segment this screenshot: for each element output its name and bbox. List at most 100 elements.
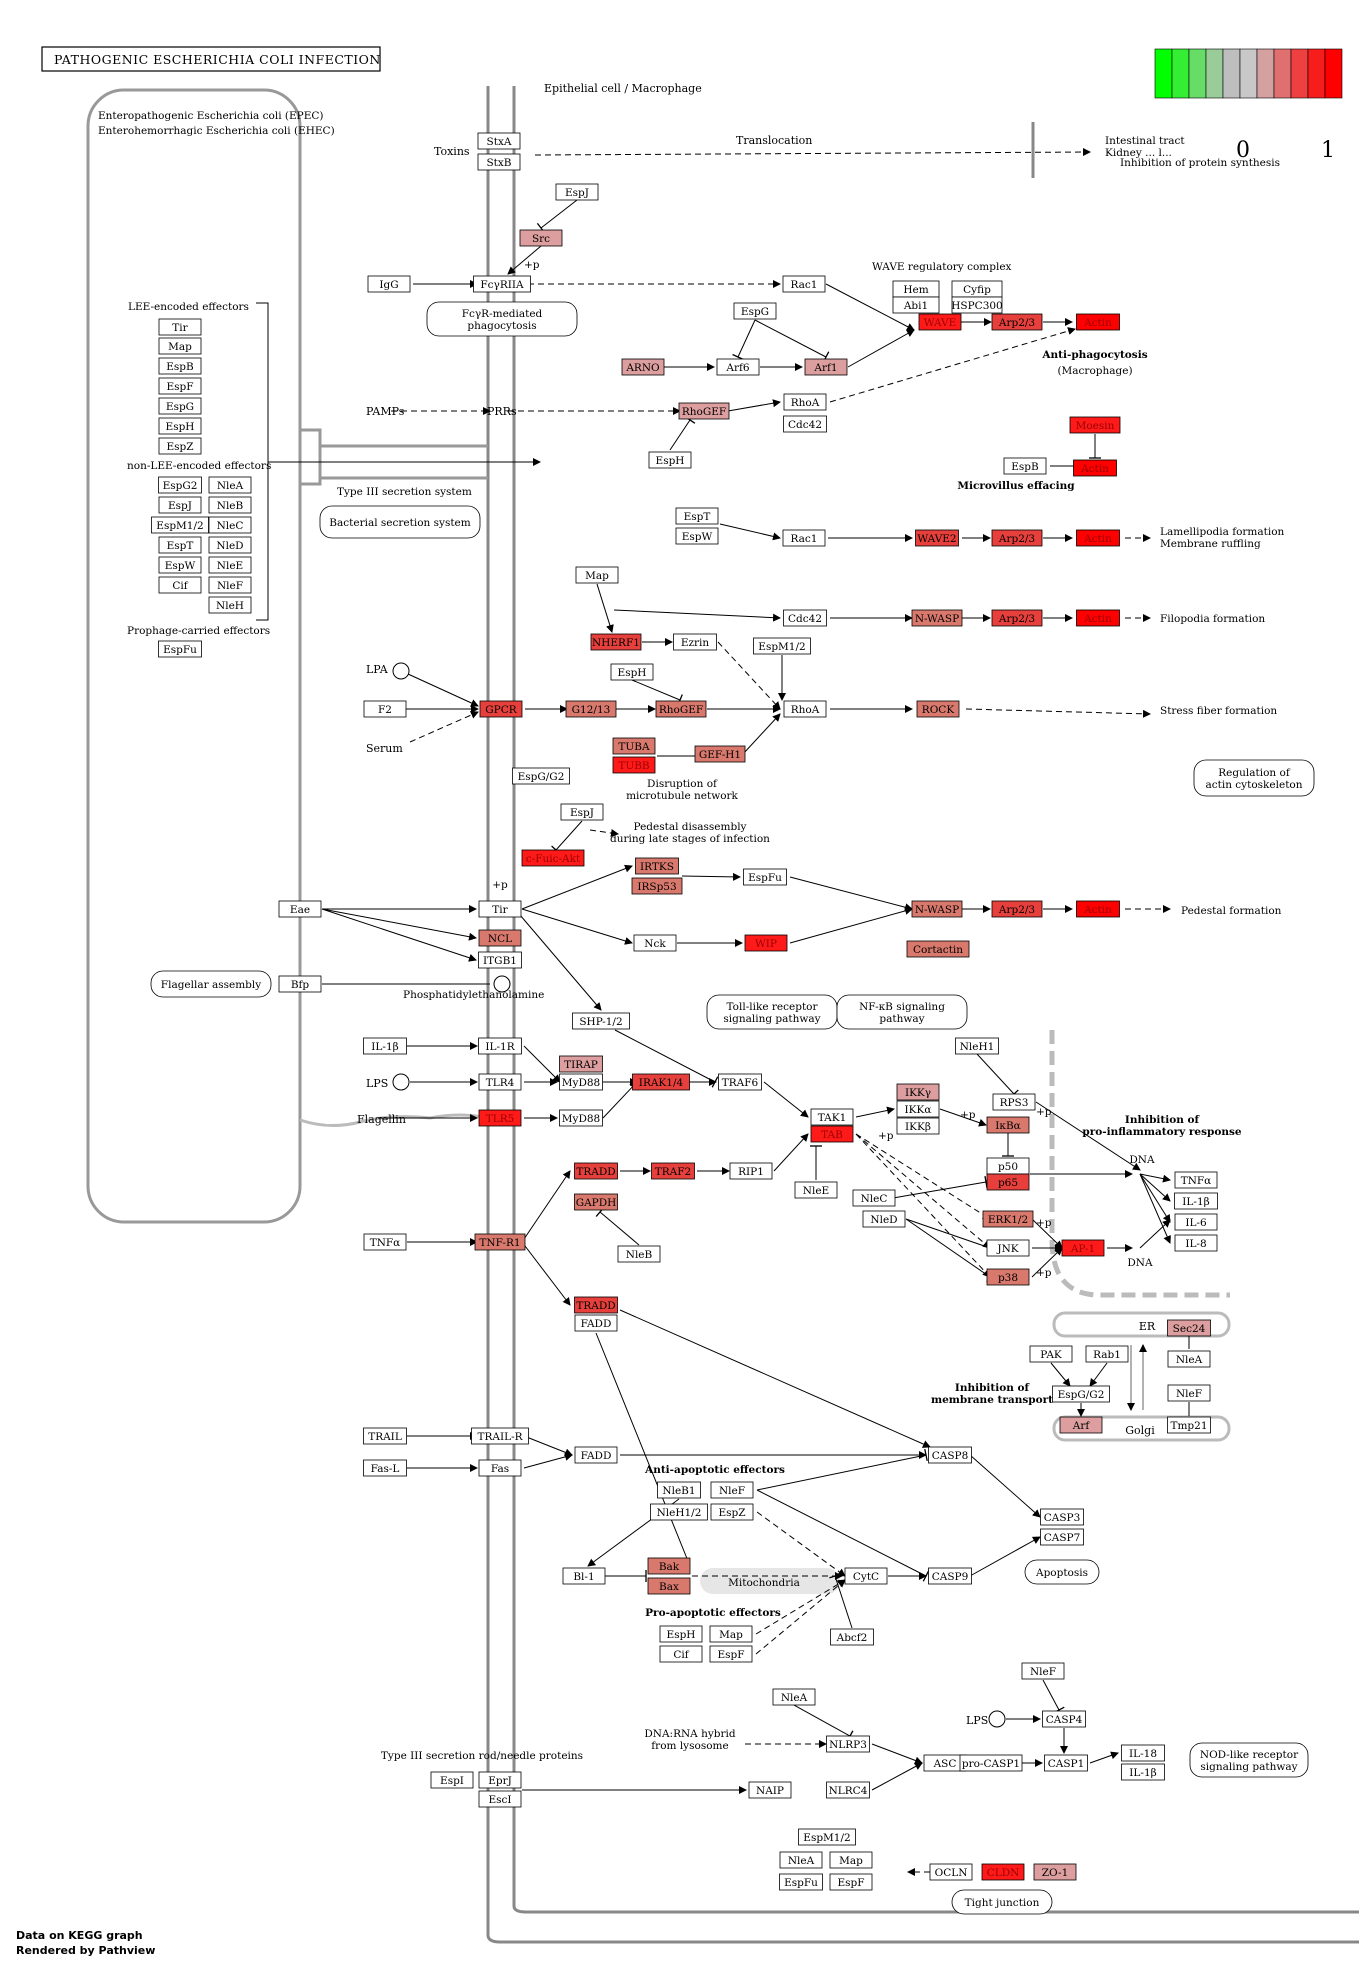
gene-node[interactable]: TLR4 — [478, 1073, 522, 1091]
gene-node[interactable]: EspG — [733, 302, 777, 320]
gene-node[interactable]: Ezrin — [673, 633, 717, 651]
gene-node[interactable]: NleB — [208, 496, 252, 514]
gene-node[interactable]: NleH — [208, 596, 252, 614]
gene-node[interactable]: RIP1 — [729, 1162, 773, 1180]
gene-node[interactable]: TAK1 — [810, 1108, 854, 1126]
gene-node[interactable]: MyD88 — [559, 1109, 603, 1127]
gene-node[interactable]: GAPDH — [574, 1193, 618, 1211]
gene-node[interactable]: p65 — [986, 1173, 1030, 1191]
gene-node[interactable]: AP-1 — [1061, 1239, 1105, 1257]
gene-node[interactable]: NleD — [208, 536, 252, 554]
gene-node[interactable]: ROCK — [916, 700, 960, 718]
gene-node[interactable]: TRAIL — [363, 1427, 407, 1445]
gene-node[interactable]: Abcf2 — [830, 1628, 874, 1646]
gene-node[interactable]: EspM1/2 — [798, 1828, 856, 1846]
gene-node[interactable]: ITGB1 — [478, 951, 522, 969]
gene-node[interactable]: EspJ — [158, 496, 202, 514]
gene-node[interactable]: RhoA — [783, 393, 827, 411]
gene-node[interactable]: NleC — [208, 516, 252, 534]
gene-node[interactable]: NleE — [208, 556, 252, 574]
gene-node[interactable]: IL-8 — [1174, 1234, 1218, 1252]
gene-node[interactable]: IL-18 — [1121, 1744, 1165, 1762]
gene-node[interactable]: IKKγ — [896, 1083, 940, 1101]
gene-node[interactable]: TLR5 — [478, 1109, 522, 1127]
gene-node[interactable]: CASP4 — [1042, 1710, 1086, 1728]
gene-node[interactable]: EspB — [1003, 457, 1047, 475]
gene-node[interactable]: EspG/G2 — [1052, 1385, 1110, 1403]
gene-node[interactable]: Hem — [892, 280, 940, 298]
gene-node[interactable]: WIP — [744, 934, 788, 952]
gene-node[interactable]: EspT — [675, 507, 719, 525]
gene-node[interactable]: WAVE2 — [915, 529, 959, 547]
gene-node[interactable]: EspI — [430, 1771, 474, 1789]
gene-node[interactable]: ARNO — [621, 358, 665, 376]
gene-node[interactable]: TNFα — [363, 1233, 407, 1251]
gene-node[interactable]: IRAK1/4 — [632, 1073, 690, 1091]
gene-node[interactable]: NleD — [862, 1210, 906, 1228]
gene-node[interactable]: PAK — [1029, 1345, 1073, 1363]
gene-node[interactable]: NleF — [1167, 1384, 1211, 1402]
gene-node[interactable]: NleF — [208, 576, 252, 594]
gene-node[interactable]: TRADD — [574, 1296, 618, 1314]
gene-node[interactable]: Map — [709, 1625, 753, 1643]
gene-node[interactable]: EspH — [158, 417, 202, 435]
gene-node[interactable]: Map — [575, 566, 619, 584]
gene-node[interactable]: NleA — [1167, 1350, 1211, 1368]
gene-node[interactable]: MyD88 — [559, 1073, 603, 1091]
gene-node[interactable]: TUBB — [612, 756, 656, 774]
gene-node[interactable]: CASP1 — [1044, 1754, 1088, 1772]
gene-node[interactable]: EspFu — [743, 868, 787, 886]
gene-node[interactable]: EspF — [829, 1873, 873, 1891]
gene-node[interactable]: Abi1 — [892, 296, 940, 314]
gene-node[interactable]: Arp2/3 — [991, 609, 1043, 627]
gene-node[interactable]: NLRC4 — [826, 1781, 870, 1799]
gene-node[interactable]: NleE — [794, 1181, 838, 1199]
gene-node[interactable]: CASP3 — [1040, 1508, 1084, 1526]
gene-node[interactable]: F2 — [363, 700, 407, 718]
gene-node[interactable]: CASP8 — [928, 1446, 972, 1464]
gene-node[interactable]: Arf — [1059, 1416, 1103, 1434]
gene-node[interactable]: GPCR — [479, 700, 523, 718]
gene-node[interactable]: EspFu — [779, 1873, 823, 1891]
gene-node[interactable]: Tir — [158, 318, 202, 336]
gene-node[interactable]: Cif — [158, 576, 202, 594]
gene-node[interactable]: TRAF2 — [651, 1162, 695, 1180]
gene-node[interactable]: NLRP3 — [826, 1735, 870, 1753]
gene-node[interactable]: CASP9 — [928, 1567, 972, 1585]
gene-node[interactable]: NleH1 — [955, 1037, 999, 1055]
gene-node[interactable]: Bl-1 — [562, 1567, 606, 1585]
gene-node[interactable]: Cif — [659, 1645, 703, 1663]
gene-node[interactable]: Rac1 — [782, 275, 826, 293]
gene-node[interactable]: EspH — [648, 451, 692, 469]
gene-node[interactable]: JNK — [986, 1239, 1030, 1257]
gene-node[interactable]: Sec24 — [1167, 1319, 1211, 1337]
gene-node[interactable]: Actin — [1073, 459, 1117, 477]
gene-node[interactable]: IKKα — [896, 1100, 940, 1118]
gene-node[interactable]: OCLN — [929, 1863, 973, 1881]
pathway-link[interactable]: Apoptosis — [1024, 1559, 1100, 1585]
gene-node[interactable]: EspT — [158, 536, 202, 554]
gene-node[interactable]: StxB — [477, 153, 521, 171]
gene-node[interactable]: GEF-H1 — [694, 745, 746, 763]
gene-node[interactable]: NCL — [478, 929, 522, 947]
gene-node[interactable]: Actin — [1076, 313, 1120, 331]
gene-node[interactable]: Cortactin — [906, 940, 970, 958]
gene-node[interactable]: Bfp — [278, 975, 322, 993]
gene-node[interactable]: G12/13 — [565, 700, 617, 718]
gene-node[interactable]: Actin — [1076, 609, 1120, 627]
gene-node[interactable]: NleB1 — [657, 1481, 701, 1499]
gene-node[interactable]: IκBα — [986, 1116, 1030, 1134]
gene-node[interactable]: TUBA — [612, 737, 656, 755]
gene-node[interactable]: StxA — [477, 132, 521, 150]
gene-node[interactable]: NleA — [208, 476, 252, 494]
gene-node[interactable]: Map — [158, 337, 202, 355]
gene-node[interactable]: CytC — [844, 1567, 888, 1585]
gene-node[interactable]: RPS3 — [992, 1093, 1036, 1111]
gene-node[interactable]: Eae — [278, 900, 322, 918]
gene-node[interactable]: Fas-L — [363, 1459, 407, 1477]
gene-node[interactable]: EspJ — [555, 183, 599, 201]
gene-node[interactable]: Map — [829, 1851, 873, 1869]
gene-node[interactable]: pro-CASP1 — [959, 1754, 1023, 1772]
